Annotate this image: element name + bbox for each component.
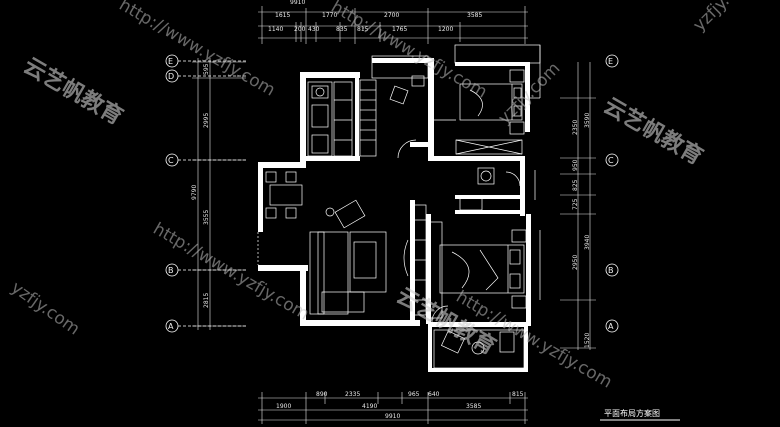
top-dimension-text: 9910 1615 1770 2700 3585 1140 200 430 83… (268, 0, 482, 33)
bottom-sub-dim-3: 3585 (466, 403, 481, 410)
right-outer-dim-1: 3590 (584, 113, 591, 128)
right-dim-5: 2950 (572, 255, 579, 270)
bedroom-1-furniture (434, 69, 525, 155)
dining-set (265, 171, 303, 219)
right-dimension-text: 2350 950 825 725 2950 3590 3940 1520 (572, 113, 591, 348)
right-dim-3: 825 (572, 179, 579, 191)
left-dimension-text: 595 2995 3555 2815 9790 (191, 63, 210, 308)
kitchen-fixtures (307, 81, 353, 157)
watermark-brand-left: 云艺帆教育 (19, 53, 127, 131)
top-dim-2: 1770 (322, 12, 337, 19)
bottom-dim-3: 965 (408, 391, 420, 398)
bottom-dimension-text: 890 2335 965 640 815 1900 4190 3585 9910 (276, 391, 524, 420)
watermark-url-top: http://www.yzfjy.com (116, 0, 279, 101)
left-dim-1: 595 (203, 63, 210, 75)
top-dim-3: 2700 (384, 12, 399, 19)
top-sub-dim-4: 835 (336, 26, 348, 33)
bottom-dim-2: 2335 (345, 391, 360, 398)
right-outer-dim-3: 1520 (584, 333, 591, 348)
axis-labels-right: E C B A (608, 57, 614, 331)
axis-label-a-left: A (168, 322, 174, 331)
top-dimension-lines (258, 6, 528, 44)
right-dimension-lines (560, 62, 596, 350)
axis-label-b-left: B (168, 266, 174, 275)
right-dim-1: 2350 (572, 120, 579, 135)
axis-label-e-right: E (608, 57, 613, 66)
right-dim-2: 950 (572, 159, 579, 171)
window-and-outline-lines (257, 44, 541, 369)
left-dim-4: 2815 (203, 293, 210, 308)
bottom-sub-dim-2: 4190 (362, 403, 377, 410)
bedroom-2-furniture (429, 221, 527, 323)
axis-bubbles-right (605, 54, 619, 333)
left-dim-3: 3555 (203, 210, 210, 225)
axis-label-d-left: D (168, 72, 174, 81)
bottom-dimension-lines (258, 392, 528, 424)
bathroom-2-fixtures (459, 167, 521, 211)
bottom-total-dim: 9910 (385, 413, 400, 420)
drawing-title-block: 平面布局方案图 (600, 408, 680, 421)
axis-label-e-left: E (168, 57, 173, 66)
bottom-dim-5: 815 (512, 391, 524, 398)
left-dimension-lines (192, 58, 246, 330)
right-outer-dim-2: 3940 (584, 235, 591, 250)
watermark-brand-right: 云艺帆教育 (599, 93, 707, 171)
top-sub-dim-5: 815 (357, 26, 369, 33)
axis-label-b-right: B (608, 266, 614, 275)
axis-labels-left: E D C B A (168, 57, 174, 331)
bathroom-fixtures (359, 75, 425, 159)
top-sub-dim-7: 1200 (438, 26, 453, 33)
bottom-dim-1: 890 (316, 391, 328, 398)
left-dim-2: 2995 (203, 113, 210, 128)
axis-bubbles-left (165, 54, 246, 333)
axis-label-a-right: A (608, 322, 614, 331)
watermark-url-center: http://www.yzfjy.com (150, 219, 313, 325)
watermark-url-bottom-left: yzfjy.com (7, 278, 83, 340)
top-total-dim: 9910 (290, 0, 305, 6)
top-sub-dim-6: 1765 (392, 26, 407, 33)
right-dim-4: 725 (572, 198, 579, 210)
top-sub-dim-3: 430 (308, 26, 320, 33)
drawing-title: 平面布局方案图 (604, 408, 660, 418)
axis-label-c-right: C (608, 156, 614, 165)
bottom-dim-4: 640 (428, 391, 440, 398)
bottom-sub-dim-1: 1900 (276, 403, 291, 410)
balcony-furniture (440, 330, 515, 355)
axis-label-c-left: C (168, 156, 174, 165)
watermark-url-top-right: yzfjy.com (689, 0, 759, 36)
left-total-dim: 9790 (191, 185, 198, 200)
top-sub-dim-2: 200 (294, 26, 306, 33)
top-dim-1: 1615 (275, 12, 290, 19)
top-sub-dim-1: 1140 (268, 26, 283, 33)
living-room-furniture (309, 199, 427, 316)
top-dim-4: 3585 (467, 12, 482, 19)
